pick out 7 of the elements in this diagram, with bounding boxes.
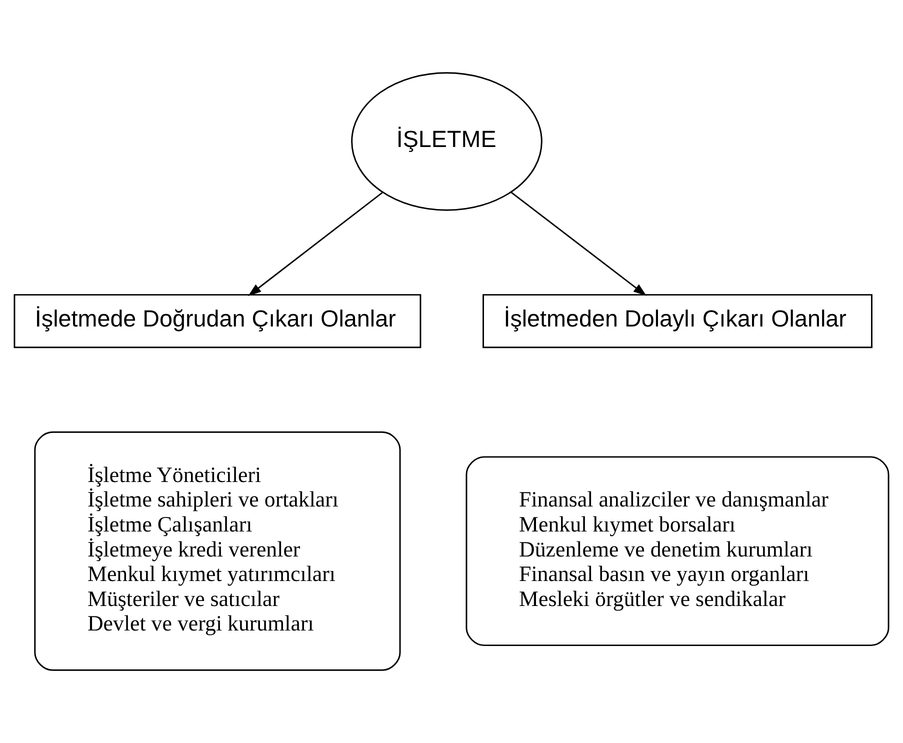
node-ellipse: İŞLETME xyxy=(351,72,542,211)
arrow xyxy=(510,192,647,296)
node-box: Finansal analizciler ve danışmanlar Menkul kıymet borsaları Düzenleme ve denetim kurumları Finansal basın ve yayın organları Mesleki örgütler ve sendikalar xyxy=(466,456,890,646)
node-box: İşletme Yöneticileri İşletme sahipleri ve ortakları İşletme Çalışanları İşletmeye kredi verenler Menkul kıymet yatırımcıları Müşteriler ve satıcılar Devlet ve vergi kurumları xyxy=(34,431,401,671)
arrow xyxy=(248,192,383,296)
node-box: İşletmeden Dolaylı Çıkarı Olanlar xyxy=(482,294,872,348)
node-box: İşletmede Doğrudan Çıkarı Olanlar xyxy=(14,294,422,348)
